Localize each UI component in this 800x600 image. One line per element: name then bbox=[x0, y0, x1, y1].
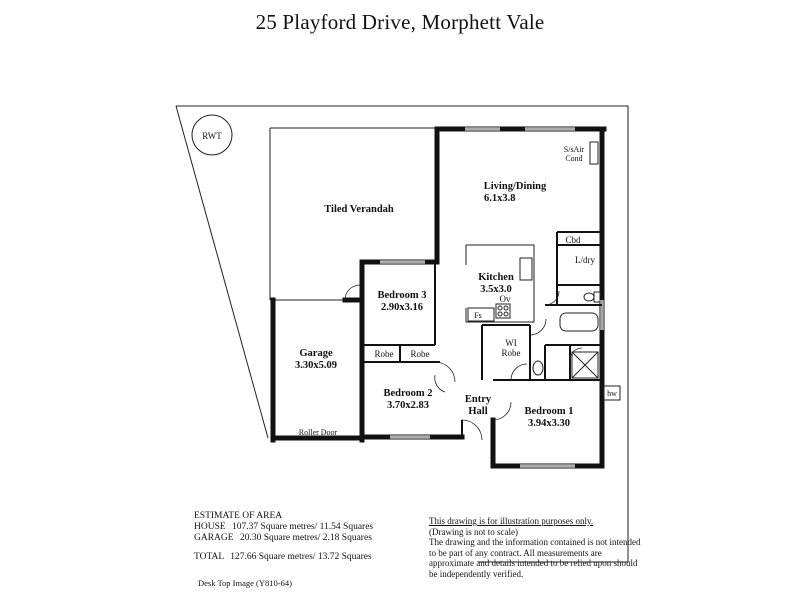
reference-code: Desk Top Image (Y810-64) bbox=[198, 578, 292, 588]
wi-robe-text: Robe bbox=[501, 348, 521, 358]
kitchen-label: Kitchen 3.5x3.0 bbox=[468, 272, 524, 296]
estimate-heading: ESTIMATE OF AREA bbox=[194, 511, 283, 521]
total-label: TOTAL bbox=[194, 552, 224, 562]
bedroom3-label: Bedroom 3 2.90x3.16 bbox=[372, 290, 432, 314]
walk-in-robe-label: WI Robe bbox=[496, 338, 526, 358]
bedroom2-name: Bedroom 2 bbox=[383, 388, 433, 399]
hall-name: Hall bbox=[468, 406, 488, 417]
kitchen-bench bbox=[465, 244, 535, 323]
air-cond-label: S/sAir Cond bbox=[563, 145, 585, 163]
oven-label: Ov bbox=[499, 294, 511, 304]
house-value: 107.37 Square metres/ 11.54 Squares bbox=[232, 522, 374, 532]
robe2-label: Robe bbox=[410, 349, 430, 359]
rainwater-tank bbox=[191, 114, 233, 156]
robe1-label: Robe bbox=[374, 349, 394, 359]
area-estimate: ESTIMATE OF AREA HOUSE 107.37 Square met… bbox=[194, 511, 373, 563]
door-swings bbox=[344, 284, 583, 441]
entry-name: Entry bbox=[464, 394, 492, 405]
house-area-row: HOUSE 107.37 Square metres/ 11.54 Square… bbox=[194, 522, 373, 533]
garage-label: Garage 3.30x5.09 bbox=[286, 348, 346, 372]
total-area-row: TOTAL 127.66 Square metres/ 13.72 Square… bbox=[194, 552, 373, 563]
garage-area-label: GARAGE bbox=[194, 533, 234, 543]
kitchen-size: 3.5x3.0 bbox=[480, 284, 512, 295]
cupboard-label: Cbd bbox=[565, 235, 581, 245]
page-title: 25 Playford Drive, Morphett Vale bbox=[255, 10, 545, 34]
bedroom3-size: 2.90x3.16 bbox=[381, 302, 423, 313]
living-name: Living/Dining bbox=[483, 181, 547, 192]
living-size: 6.1x3.8 bbox=[484, 193, 516, 204]
hot-water-box bbox=[603, 385, 621, 401]
total-value: 127.66 Square metres/ 13.72 Squares bbox=[230, 552, 372, 562]
bedroom2-size: 3.70x2.83 bbox=[387, 400, 429, 411]
entry-hall-label: Entry Hall bbox=[462, 394, 494, 418]
disclaimer-body: The drawing and the information containe… bbox=[429, 537, 641, 579]
bathroom-fixtures bbox=[532, 141, 601, 379]
fridge-space-label: Fs bbox=[474, 311, 482, 320]
garage-name: Garage bbox=[299, 348, 333, 359]
house-label: HOUSE bbox=[194, 522, 226, 532]
bedroom1-size: 3.94x3.30 bbox=[528, 418, 570, 429]
wi-text: WI bbox=[505, 338, 517, 348]
laundry-label: L/dry bbox=[575, 255, 595, 265]
hot-water-label: hw bbox=[607, 389, 617, 398]
garage-area-value: 20.30 Square metres/ 2.18 Squares bbox=[239, 533, 372, 543]
living-label: Living/Dining 6.1x3.8 bbox=[470, 181, 560, 205]
bedroom2-label: Bedroom 2 3.70x2.83 bbox=[376, 388, 440, 412]
rwt-label: RWT bbox=[202, 131, 222, 141]
disclaimer-line2: (Drawing is not to scale) bbox=[429, 526, 518, 537]
bedroom1-name: Bedroom 1 bbox=[524, 406, 574, 417]
verandah-label: Tiled Verandah bbox=[324, 204, 394, 215]
roller-door-label: Roller Door bbox=[298, 428, 338, 437]
garage-size: 3.30x5.09 bbox=[295, 360, 337, 371]
bedroom3-name: Bedroom 3 bbox=[377, 290, 427, 301]
bedroom1-label: Bedroom 1 3.94x3.30 bbox=[514, 406, 584, 430]
kitchen-name: Kitchen bbox=[478, 272, 514, 283]
disclaimer-line1: This drawing is for illustration purpose… bbox=[429, 516, 594, 526]
disclaimer: This drawing is for illustration purpose… bbox=[429, 516, 644, 579]
property-boundary bbox=[175, 105, 629, 563]
internal-walls bbox=[362, 231, 602, 437]
garage-area-row: GARAGE 20.30 Square metres/ 2.18 Squares bbox=[194, 533, 373, 544]
